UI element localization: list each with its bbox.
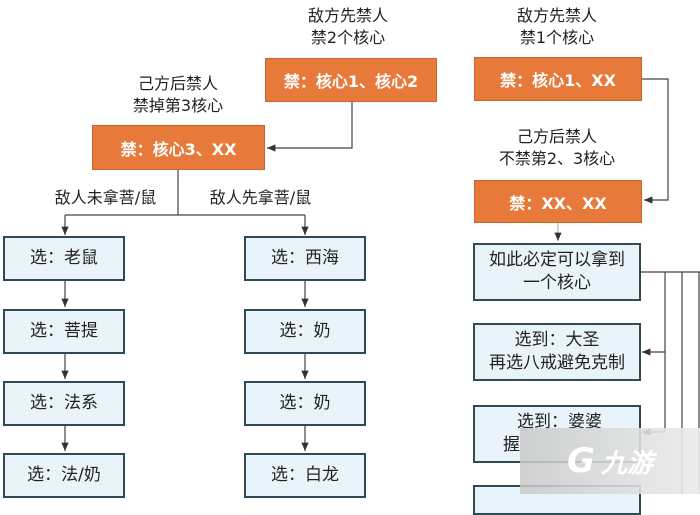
box-line: 选到：婆婆: [517, 412, 602, 432]
right-our-ban-label: 己方后禁人 不禁第2、3核心: [487, 126, 627, 170]
watermark-text: 九游: [600, 448, 653, 479]
box-line: 选到：大圣: [514, 330, 600, 350]
right-enemy-ban-label: 敌方先禁人 禁1个核心: [497, 5, 617, 49]
label-line: 敌方先禁人: [307, 6, 388, 25]
label-line: 敌方先禁人: [516, 6, 597, 25]
label-line: 己方后禁人: [137, 74, 218, 93]
left-our-ban-label: 己方后禁人 禁掉第3核心: [113, 73, 243, 117]
box-line: 如此必定可以拿到: [489, 250, 625, 270]
label-line: 不禁第2、3核心: [498, 149, 616, 168]
box-line: 握: [503, 435, 520, 455]
watermark: G 九游: [520, 428, 700, 494]
box-line: 再选八戒避免克制: [489, 353, 625, 373]
pick-box: 选：法系: [3, 381, 125, 426]
jiuyou-logo-icon: G: [567, 441, 595, 481]
pick-box: 选：菩提: [3, 309, 125, 354]
pick-box: 选：法/奶: [3, 453, 125, 498]
label-line: 禁2个核心: [310, 28, 386, 47]
condition-left-label: 敌人未拿菩/鼠: [54, 188, 157, 207]
pick-box: 选：奶: [244, 309, 366, 354]
pick-box: 选：西海: [244, 236, 366, 281]
right-enemy-ban-box: 禁：核心1、XX: [474, 57, 642, 101]
pick-box: 选：白龙: [244, 453, 366, 498]
left-enemy-ban-label: 敌方先禁人 禁2个核心: [288, 5, 408, 49]
box-line: 一个核心: [523, 273, 591, 293]
result-box: 如此必定可以拿到 一个核心: [473, 243, 641, 301]
connector: [267, 102, 353, 152]
condition-right-label: 敌人先拿菩/鼠: [209, 188, 312, 207]
right-our-ban-box: 禁：XX、XX: [474, 180, 642, 223]
pick-box: 选：奶: [244, 381, 366, 426]
label-line: 禁1个核心: [519, 28, 595, 47]
left-our-ban-box: 禁：核心3、XX: [92, 125, 265, 170]
label-line: 己方后禁人: [516, 127, 597, 146]
pick-box: 选：老鼠: [3, 236, 125, 281]
result-box: 选到：大圣 再选八戒避免克制: [473, 323, 641, 381]
left-enemy-ban-box: 禁：核心1、核心2: [265, 58, 437, 102]
label-line: 禁掉第3核心: [132, 96, 224, 115]
